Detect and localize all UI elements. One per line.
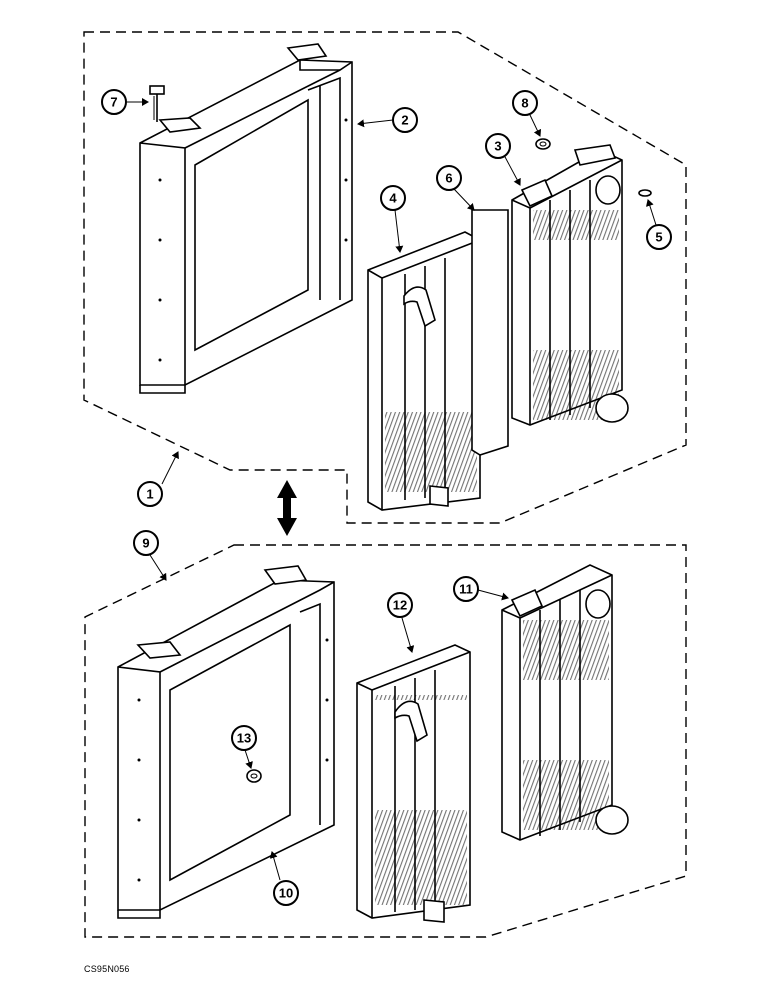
svg-text:9: 9 <box>142 536 149 551</box>
callout-9: 9 <box>133 530 159 556</box>
svg-text:11: 11 <box>459 582 473 597</box>
leader-lines <box>127 98 657 881</box>
callout-5: 5 <box>646 224 672 250</box>
svg-text:7: 7 <box>110 95 117 110</box>
alternate-arrow-icon <box>277 480 297 536</box>
svg-text:5: 5 <box>655 230 662 245</box>
nut-part <box>535 138 551 150</box>
callout-12: 12 <box>387 592 413 618</box>
svg-text:8: 8 <box>521 96 528 111</box>
callout-4: 4 <box>380 185 406 211</box>
svg-text:4: 4 <box>389 191 397 206</box>
callout-3: 3 <box>485 133 511 159</box>
callout-6: 6 <box>436 165 462 191</box>
svg-text:3: 3 <box>494 139 501 154</box>
callout-7: 7 <box>101 89 127 115</box>
lower-group-boundary <box>84 544 687 938</box>
callout-1: 1 <box>137 481 163 507</box>
oil-cooler-lower <box>501 564 629 841</box>
svg-text:13: 13 <box>237 731 251 746</box>
nut-part-lower <box>246 769 262 783</box>
svg-text:1: 1 <box>146 487 153 502</box>
callout-2: 2 <box>392 107 418 133</box>
oil-cooler-upper <box>511 144 629 426</box>
callout-10: 10 <box>273 880 299 906</box>
radiator-core-upper <box>367 231 481 511</box>
svg-text:6: 6 <box>445 171 452 186</box>
svg-text:10: 10 <box>279 886 293 901</box>
svg-text:12: 12 <box>393 598 407 613</box>
callout-8: 8 <box>512 90 538 116</box>
radiator-frame-upper <box>139 43 353 394</box>
upper-group-boundary <box>83 31 687 524</box>
clip-part <box>638 189 652 197</box>
callout-13: 13 <box>231 725 257 751</box>
radiator-frame-lower <box>117 565 335 919</box>
svg-text:2: 2 <box>401 113 408 128</box>
figure-code: CS95N056 <box>84 964 130 974</box>
seal-plate-part <box>471 209 509 456</box>
radiator-core-lower <box>356 644 471 923</box>
callout-11: 11 <box>453 576 479 602</box>
bolt-part <box>149 85 165 122</box>
